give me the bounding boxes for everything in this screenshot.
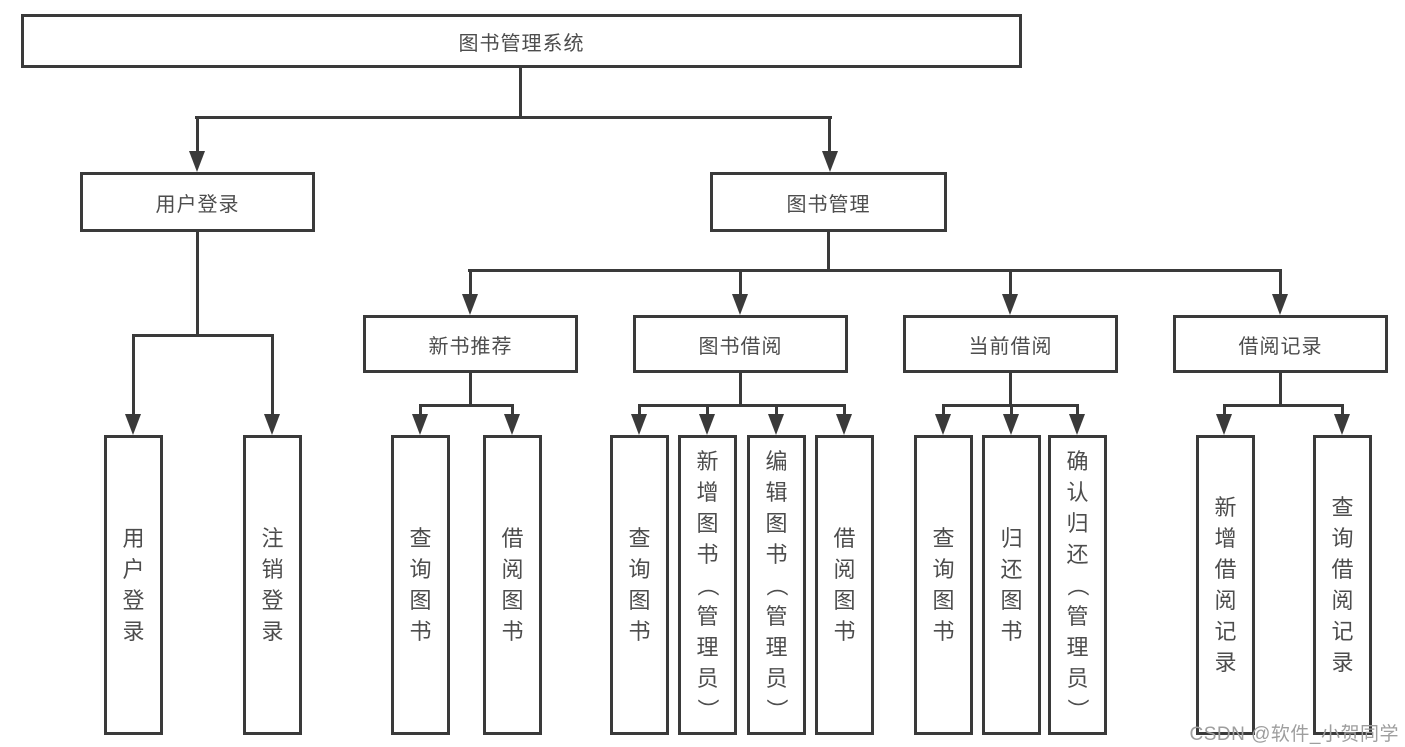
- node-leaf-add-book-label: 新增图书（管理员）: [695, 448, 720, 721]
- node-leaf-confirm-return: 确认归还（管理员）: [1048, 435, 1107, 735]
- arrowhead-return-book: [1003, 414, 1019, 435]
- node-leaf-borrow-book-1: 借阅图书: [483, 435, 542, 735]
- node-new-book-rec: 新书推荐: [363, 315, 578, 373]
- node-leaf-query-book-2: 查询图书: [610, 435, 669, 735]
- node-current-borrow: 当前借阅: [903, 315, 1118, 373]
- arrowhead-borrow-book-2: [836, 414, 852, 435]
- connector-new-book-rec-rail: [419, 404, 514, 407]
- node-leaf-return-book: 归还图书: [982, 435, 1041, 735]
- connector-root-rail: [195, 116, 832, 119]
- node-book-mgmt-label: 图书管理: [786, 193, 871, 216]
- node-leaf-query-record: 查询借阅记录: [1313, 435, 1372, 735]
- node-leaf-query-book-1-label: 查询图书: [409, 526, 432, 644]
- node-leaf-borrow-book-2: 借阅图书: [815, 435, 874, 735]
- csdn-watermark: CSDN @软件_小贺同学: [1189, 724, 1399, 745]
- connector-book-borrow-stub: [739, 373, 742, 407]
- node-current-borrow-label: 当前借阅: [968, 335, 1053, 358]
- connector-current-borrow-stub: [1009, 373, 1012, 407]
- connector-book-mgmt-stub: [827, 232, 830, 272]
- node-borrow-records: 借阅记录: [1173, 315, 1388, 373]
- node-root: 图书管理系统: [21, 14, 1022, 68]
- connector-shaft-query-book-2: [638, 404, 641, 416]
- connector-shaft-current-borrow: [1009, 269, 1012, 297]
- arrowhead-add-record: [1216, 414, 1232, 435]
- arrowhead-borrow-book-1: [504, 414, 520, 435]
- node-root-label: 图书管理系统: [458, 32, 585, 55]
- node-book-mgmt: 图书管理: [710, 172, 947, 232]
- node-leaf-add-record: 新增借阅记录: [1196, 435, 1255, 735]
- arrowhead-new-book-rec: [462, 294, 478, 315]
- connector-root-stub: [519, 68, 522, 118]
- connector-shaft-query-record: [1341, 404, 1344, 416]
- arrowhead-current-borrow: [1002, 294, 1018, 315]
- node-leaf-add-book: 新增图书（管理员）: [678, 435, 737, 735]
- connector-new-book-rec-stub: [469, 373, 472, 407]
- arrowhead-book-borrow: [732, 294, 748, 315]
- node-book-borrow: 图书借阅: [633, 315, 848, 373]
- node-leaf-query-book-3-label: 查询图书: [932, 526, 955, 644]
- connector-shaft-borrow-book-2: [843, 404, 846, 416]
- connector-shaft-confirm-return: [1076, 404, 1079, 416]
- connector-shaft-leaf-logout: [271, 334, 274, 415]
- node-borrow-records-label: 借阅记录: [1238, 335, 1323, 358]
- node-leaf-user-login: 用户登录: [104, 435, 163, 735]
- node-leaf-user-login-label: 用户登录: [122, 526, 145, 644]
- connector-shaft-add-book: [706, 404, 709, 416]
- connector-shaft-query-book-3: [942, 404, 945, 416]
- connector-shaft-new-book-rec: [469, 269, 472, 297]
- connector-shaft-edit-book: [775, 404, 778, 416]
- connector-shaft-borrow-book-1: [511, 404, 514, 416]
- node-leaf-query-book-3: 查询图书: [914, 435, 973, 735]
- node-leaf-edit-book: 编辑图书（管理员）: [747, 435, 806, 735]
- node-user-login: 用户登录: [80, 172, 315, 232]
- connector-borrow-records-stub: [1279, 373, 1282, 407]
- arrowhead-leaf-user-login: [125, 414, 141, 435]
- connector-book-mgmt-rail: [468, 269, 1281, 272]
- node-leaf-query-record-label: 查询借阅记录: [1331, 495, 1354, 675]
- node-leaf-logout: 注销登录: [243, 435, 302, 735]
- node-leaf-add-record-label: 新增借阅记录: [1214, 495, 1237, 675]
- connector-shaft-book-mgmt: [828, 116, 831, 153]
- connector-shaft-borrow-records: [1279, 269, 1282, 297]
- arrowhead-book-mgmt: [822, 151, 838, 172]
- node-book-borrow-label: 图书借阅: [698, 335, 783, 358]
- connector-shaft-add-record: [1223, 404, 1226, 416]
- node-leaf-borrow-book-2-label: 借阅图书: [833, 526, 856, 644]
- arrowhead-query-book-1: [412, 414, 428, 435]
- arrowhead-query-record: [1334, 414, 1350, 435]
- node-leaf-edit-book-label: 编辑图书（管理员）: [764, 448, 789, 721]
- node-new-book-rec-label: 新书推荐: [428, 335, 513, 358]
- arrowhead-query-book-2: [631, 414, 647, 435]
- connector-user-login-rail: [132, 334, 274, 337]
- node-leaf-logout-label: 注销登录: [261, 526, 284, 644]
- node-leaf-borrow-book-1-label: 借阅图书: [501, 526, 524, 644]
- arrowhead-add-book: [699, 414, 715, 435]
- connector-shaft-return-book: [1010, 404, 1013, 416]
- node-leaf-return-book-label: 归还图书: [1000, 526, 1023, 644]
- node-leaf-query-book-1: 查询图书: [391, 435, 450, 735]
- connector-shaft-book-borrow: [739, 269, 742, 297]
- connector-shaft-user-login: [196, 116, 199, 153]
- node-leaf-confirm-return-label: 确认归还（管理员）: [1065, 448, 1090, 721]
- node-leaf-query-book-2-label: 查询图书: [628, 526, 651, 644]
- connector-shaft-query-book-1: [419, 404, 422, 416]
- node-user-login-label: 用户登录: [155, 193, 240, 216]
- connector-shaft-leaf-user-login: [132, 334, 135, 415]
- arrowhead-confirm-return: [1069, 414, 1085, 435]
- connector-book-borrow-rail: [638, 404, 846, 407]
- connector-borrow-records-rail: [1223, 404, 1344, 407]
- connector-user-login-stub: [196, 232, 199, 337]
- arrowhead-borrow-records: [1272, 294, 1288, 315]
- arrowhead-leaf-logout: [264, 414, 280, 435]
- arrowhead-query-book-3: [935, 414, 951, 435]
- arrowhead-user-login: [189, 151, 205, 172]
- arrowhead-edit-book: [768, 414, 784, 435]
